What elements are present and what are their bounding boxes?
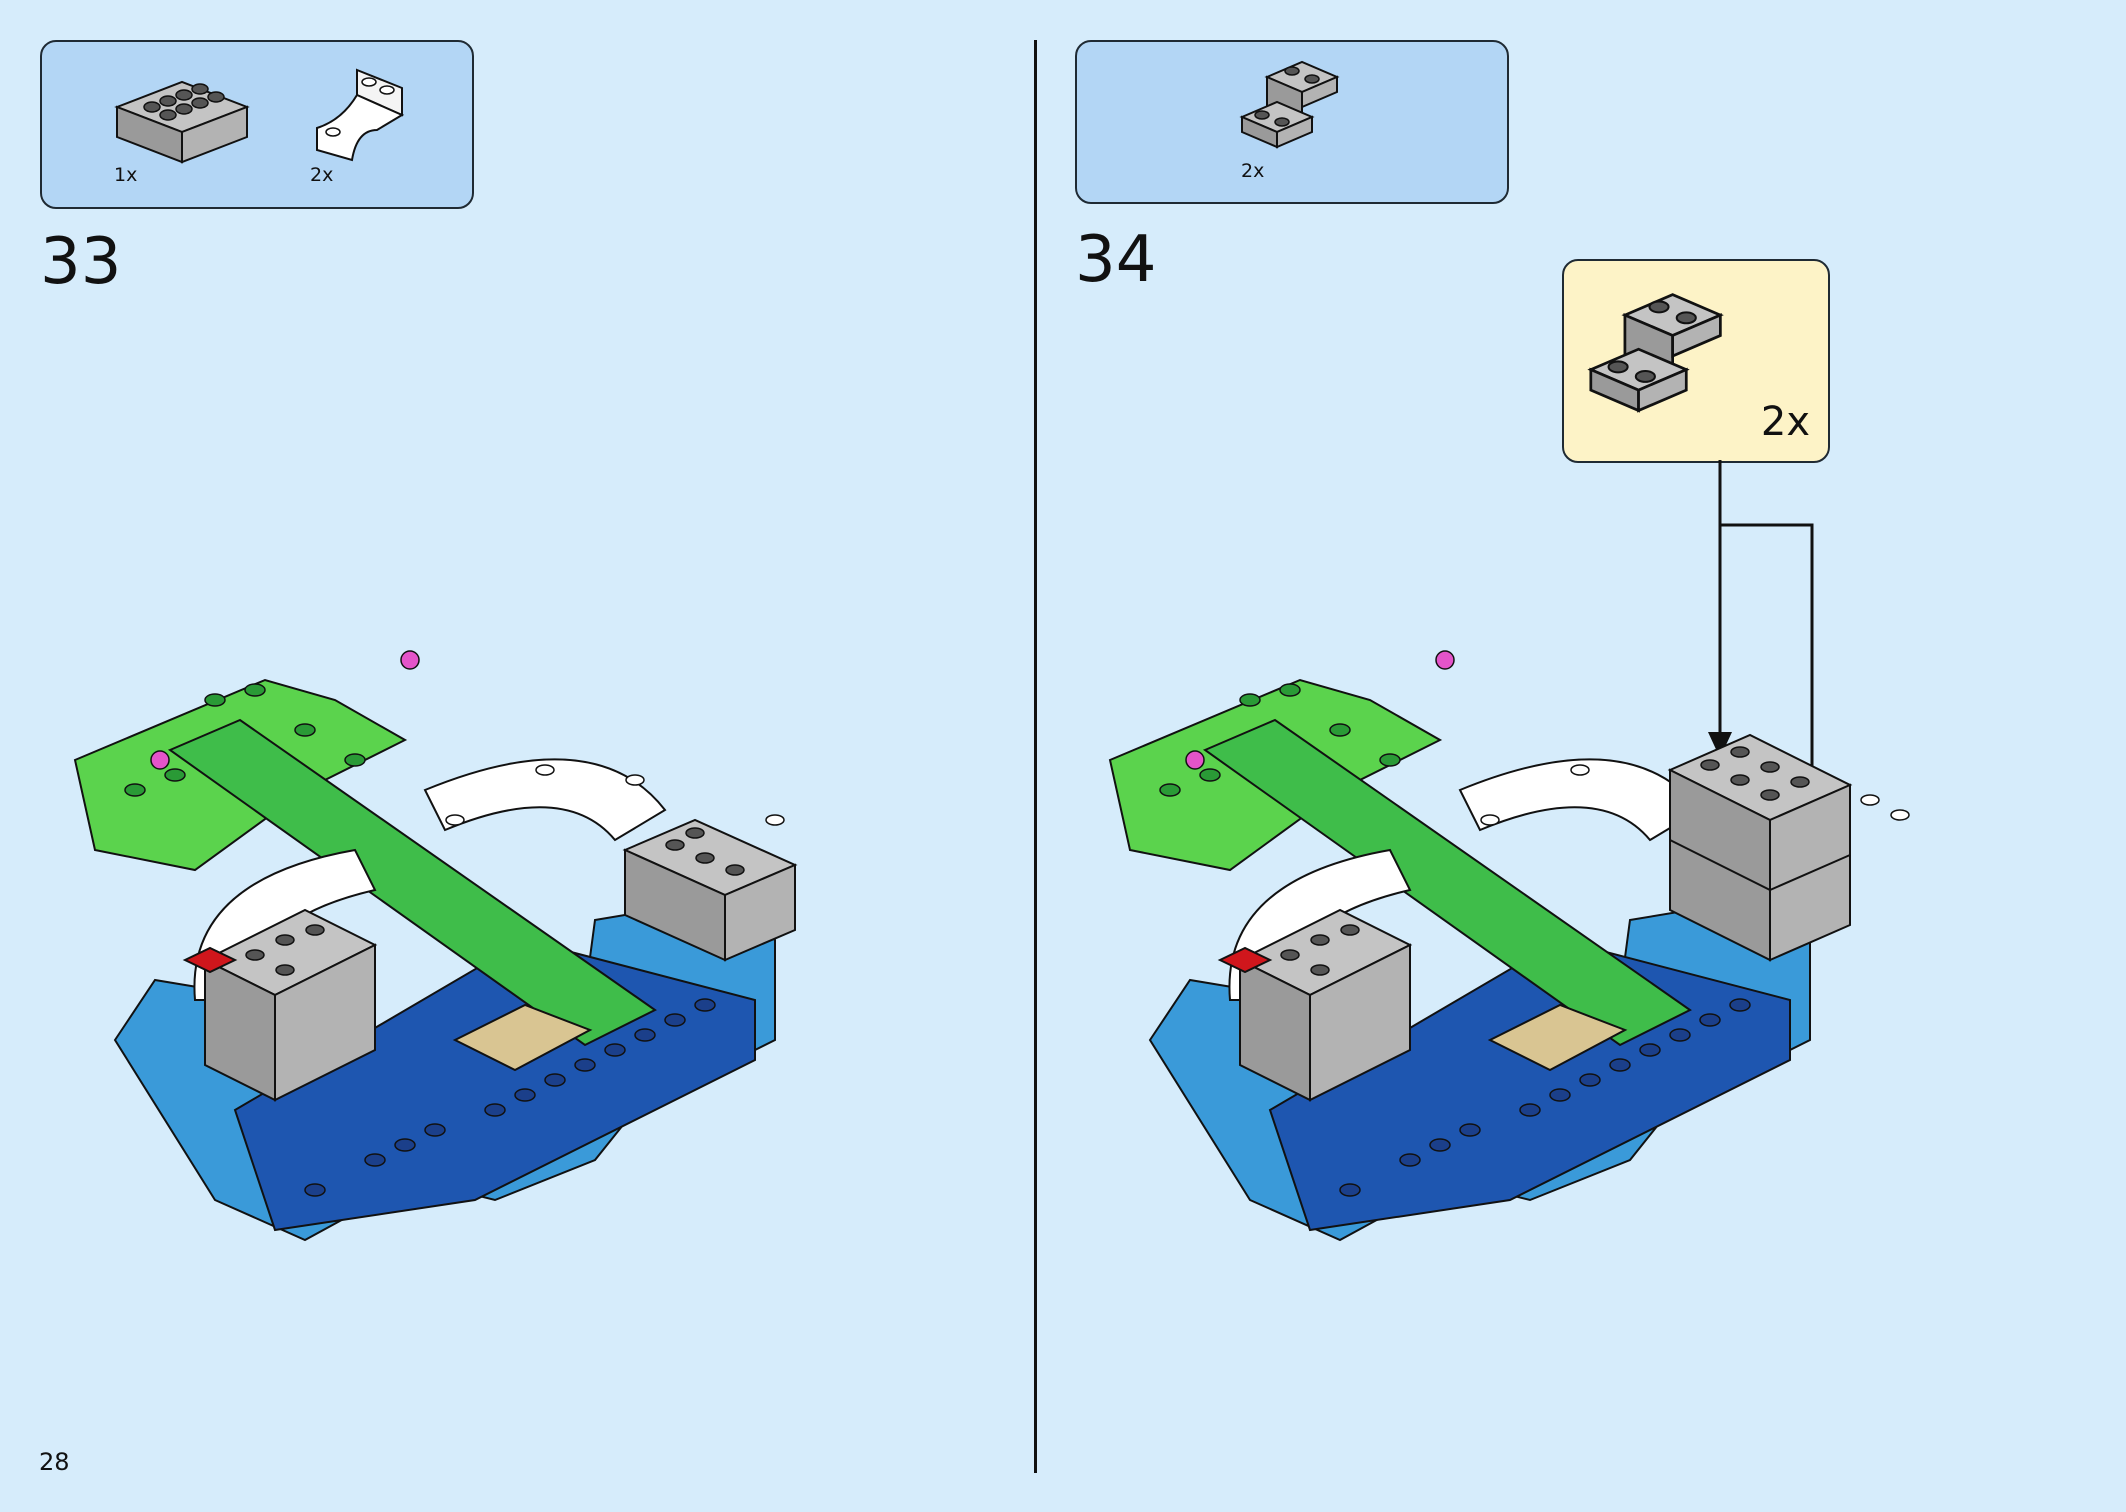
part-count: 2x: [310, 164, 334, 186]
white-curved-bracket-icon: [316, 68, 405, 162]
step-number: 34: [1075, 223, 1157, 297]
gray-bracket-icon: [1587, 293, 1724, 413]
build-model-icon: [73, 650, 798, 1242]
part-count: 1x: [114, 164, 138, 186]
part-count: 2x: [1241, 160, 1265, 182]
step-number: 33: [40, 225, 122, 299]
subassembly-callout: 2x: [1562, 259, 1830, 463]
callout-count: 2x: [1760, 399, 1810, 445]
step-divider: [1034, 40, 1037, 1473]
step-34-parts-box: 2x: [1075, 40, 1509, 204]
step-33-parts-box: 1x 2x: [40, 40, 474, 209]
build-model-icon: [1108, 650, 1910, 1242]
gray-bracket-icon: [1239, 60, 1340, 149]
gray-brick-2x4-icon: [114, 80, 250, 164]
page-number: 28: [39, 1448, 70, 1476]
